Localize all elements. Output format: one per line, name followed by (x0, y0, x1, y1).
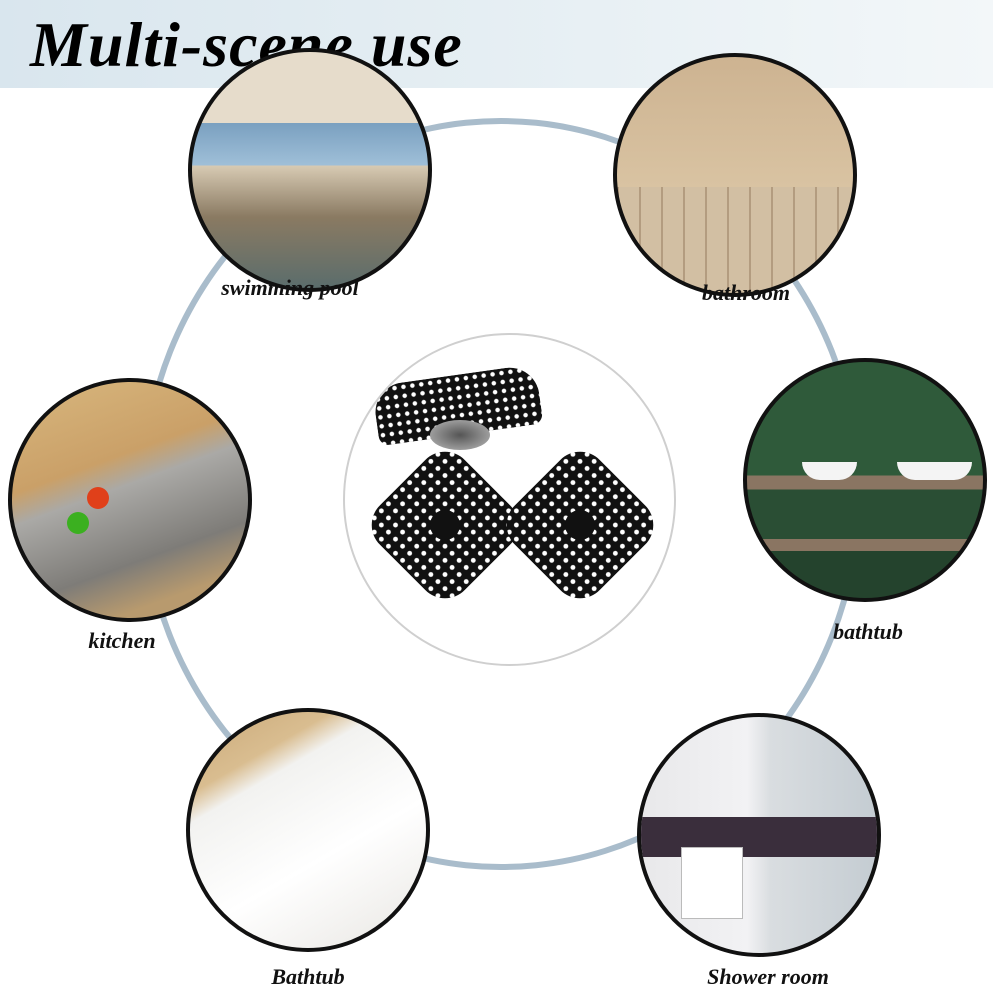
scene-bathtub-white (186, 708, 430, 952)
scene-shower-room (637, 713, 881, 957)
scene-bathroom (613, 53, 857, 297)
label-bathroom: bathroom (701, 280, 791, 305)
label-swimming-pool: swimming pool (221, 275, 359, 300)
drain-cover-left (360, 440, 530, 610)
scene-swimming-pool (188, 48, 432, 292)
drain-cover-hub (558, 503, 602, 547)
vanity-cabinet (681, 847, 743, 919)
drain-cover-hub (423, 503, 467, 547)
scene-bathtub-green (743, 358, 987, 602)
label-kitchen: kitchen (88, 628, 156, 653)
header-banner: Multi-scene use (0, 0, 993, 88)
red-pepper (87, 487, 109, 509)
label-bathtub-green: bathtub (833, 619, 903, 644)
product-image-drain-covers (343, 333, 676, 666)
sink-basin-left (802, 462, 857, 480)
label-bathtub-white: Bathtub (271, 964, 345, 989)
dark-tile-band (641, 817, 877, 857)
scene-kitchen (8, 378, 252, 622)
label-shower-room: Shower room (707, 964, 829, 989)
drain-hole (430, 420, 490, 450)
green-pepper (67, 512, 89, 534)
sink-basin-right (897, 462, 972, 480)
drain-cover-right (495, 440, 665, 610)
